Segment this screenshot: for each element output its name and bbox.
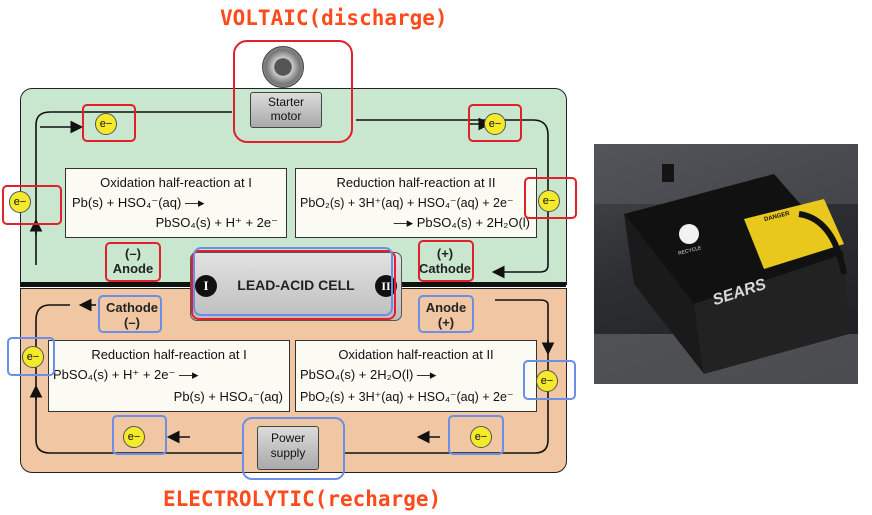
highlight-starter-motor: [233, 40, 353, 143]
highlight-power-supply: [242, 417, 345, 480]
highlight-electron: [82, 104, 136, 142]
reaction-heading: Reduction half-reaction at I: [49, 347, 289, 362]
reaction-line: PbSO₄(s) + 2H₂O(l) —▸: [300, 367, 436, 383]
battery-illustration: [594, 144, 858, 384]
reaction-line: PbSO₄(s) + H⁺ + 2e⁻ —▸: [53, 367, 199, 383]
bottom-left-reaction: Reduction half-reaction at I PbSO₄(s) + …: [48, 340, 290, 412]
highlight-cathode: [418, 240, 474, 282]
highlight-electron: [7, 337, 55, 376]
highlight-electron: [523, 360, 576, 400]
car-battery-photo: SEARS DANGER RECYCLE: [594, 144, 858, 384]
reaction-line: PbO₂(s) + 3H⁺(aq) + HSO₄⁻(aq) + 2e⁻: [300, 195, 514, 210]
reaction-line: Pb(s) + HSO₄⁻(aq): [174, 389, 283, 405]
highlight-anode: [105, 242, 161, 282]
reaction-line: PbO₂(s) + 3H⁺(aq) + HSO₄⁻(aq) + 2e⁻: [300, 389, 514, 404]
reaction-line: PbSO₄(s) + H⁺ + 2e⁻: [156, 215, 278, 231]
highlight-electron: [524, 177, 577, 219]
highlight-cell-blue: [193, 247, 393, 316]
reaction-heading: Oxidation half-reaction at I: [66, 175, 286, 190]
highlight-cathode: [98, 295, 162, 333]
reaction-heading: Oxidation half-reaction at II: [296, 347, 536, 362]
highlight-electron: [112, 415, 167, 455]
top-left-reaction: Oxidation half-reaction at I Pb(s) + HSO…: [65, 168, 287, 238]
highlight-electron: [2, 185, 62, 225]
highlight-anode: [418, 295, 474, 333]
reaction-line: Pb(s) + HSO₄⁻(aq) —▸: [72, 195, 204, 211]
bottom-right-reaction: Oxidation half-reaction at II PbSO₄(s) +…: [295, 340, 537, 412]
reaction-line: —▸ PbSO₄(s) + 2H₂O(l): [394, 215, 530, 231]
highlight-electron: [468, 104, 522, 142]
top-right-reaction: Reduction half-reaction at II PbO₂(s) + …: [295, 168, 537, 238]
highlight-electron: [448, 415, 504, 455]
reaction-heading: Reduction half-reaction at II: [296, 175, 536, 190]
